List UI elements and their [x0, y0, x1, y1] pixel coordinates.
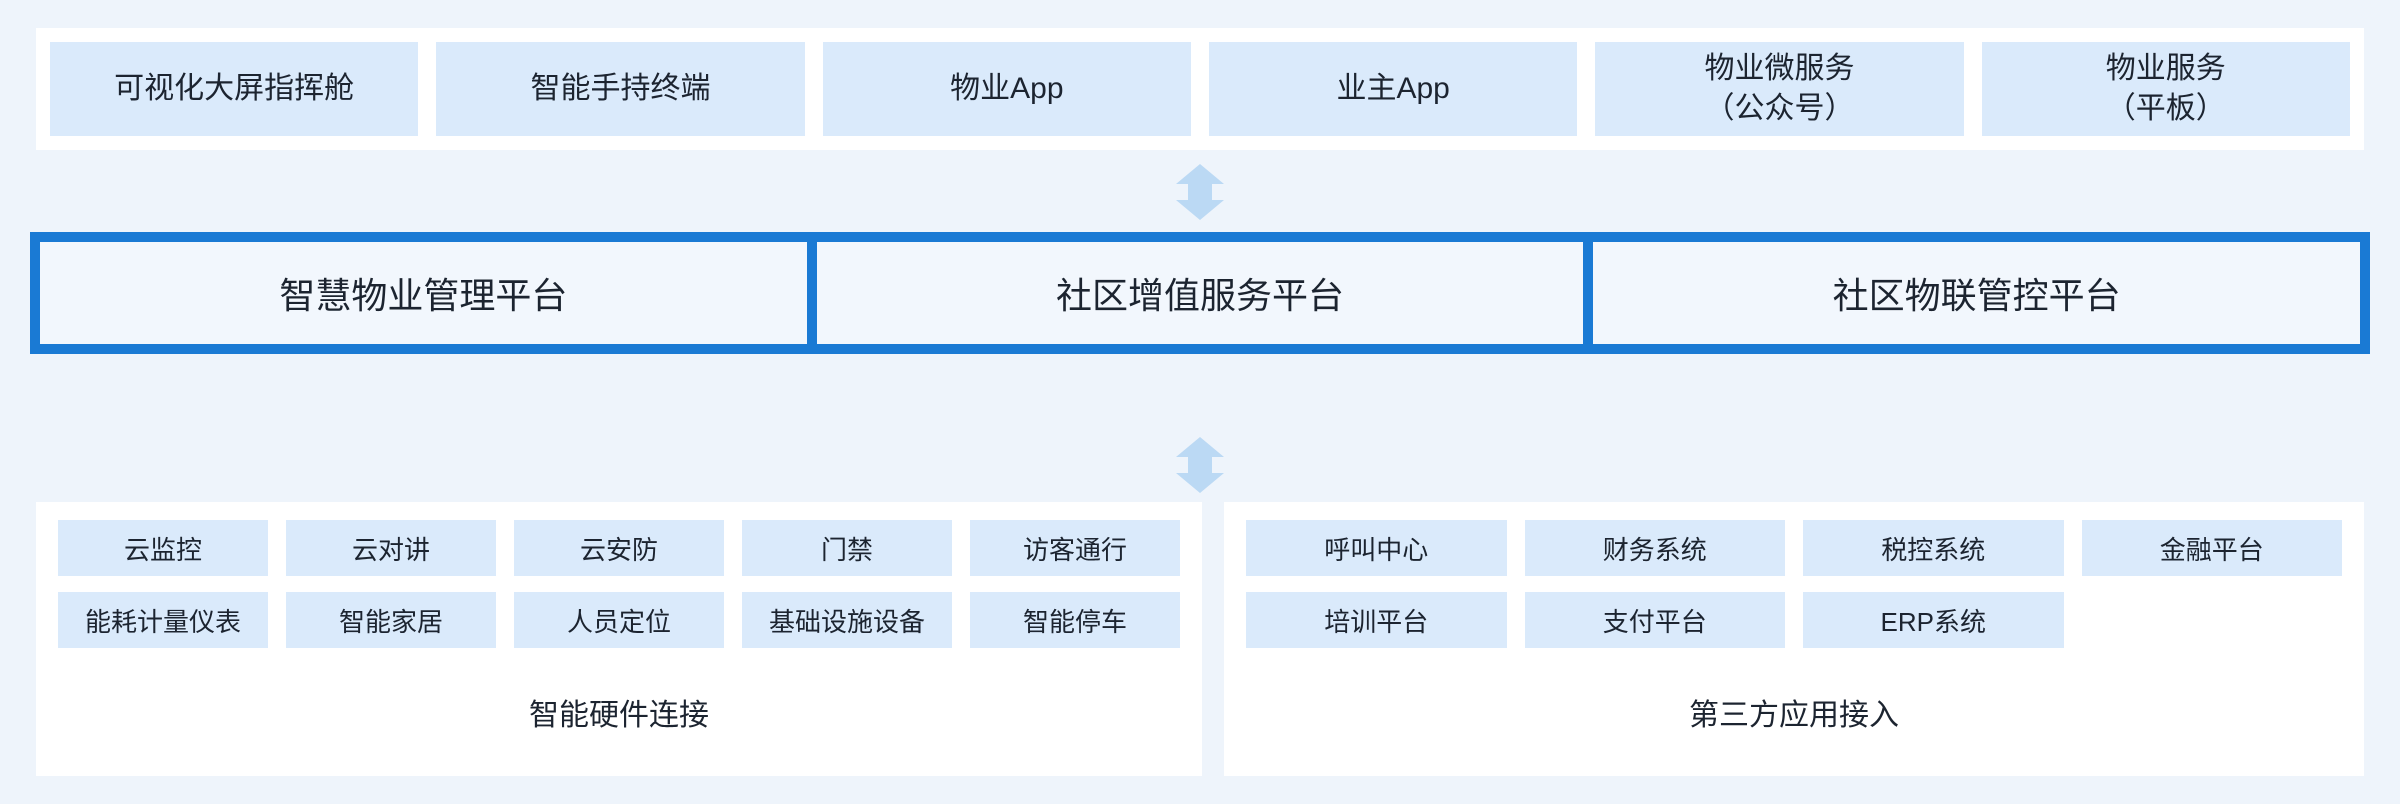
- platform-tile[interactable]: 社区物联管控平台: [1593, 242, 2361, 344]
- thirdparty-panel-caption: 第三方应用接入: [1689, 699, 1899, 732]
- hardware-tile[interactable]: 云安防: [514, 520, 724, 576]
- terminals-panel: 可视化大屏指挥舱 智能手持终端 物业App 业主App 物业微服务 （公众号） …: [36, 28, 2364, 150]
- terminal-tile[interactable]: 可视化大屏指挥舱: [50, 42, 419, 136]
- terminal-tile[interactable]: 物业微服务 （公众号）: [1595, 42, 1964, 136]
- tile-placeholder: [2082, 592, 2343, 648]
- hardware-tile[interactable]: 基础设施设备: [742, 592, 952, 648]
- double-headed-vertical-arrow-icon: [1176, 437, 1224, 493]
- platforms-panel: 智慧物业管理平台 社区增值服务平台 社区物联管控平台: [30, 232, 2370, 354]
- terminal-tile[interactable]: 物业服务 （平板）: [1981, 42, 2350, 136]
- hardware-tile-grid: 云监控 云对讲 云安防 门禁 访客通行 能耗计量仪表 智能家居 人员定位 基础设…: [58, 520, 1180, 648]
- terminal-tile[interactable]: 业主App: [1208, 42, 1578, 136]
- thirdparty-tile[interactable]: ERP系统: [1803, 592, 2064, 648]
- hardware-tile[interactable]: 能耗计量仪表: [58, 592, 268, 648]
- thirdparty-tile[interactable]: 税控系统: [1803, 520, 2064, 576]
- terminal-tile[interactable]: 物业App: [822, 42, 1191, 136]
- hardware-tile[interactable]: 智能家居: [286, 592, 496, 648]
- platform-tile[interactable]: 智慧物业管理平台: [40, 242, 817, 344]
- terminal-tile[interactable]: 智能手持终端: [436, 42, 805, 136]
- double-headed-vertical-arrow-icon: [1176, 164, 1224, 220]
- hardware-tile[interactable]: 门禁: [742, 520, 952, 576]
- hardware-panel: 云监控 云对讲 云安防 门禁 访客通行 能耗计量仪表 智能家居 人员定位 基础设…: [36, 502, 1202, 776]
- hardware-tile[interactable]: 人员定位: [514, 592, 724, 648]
- hardware-tile[interactable]: 云监控: [58, 520, 268, 576]
- thirdparty-tile[interactable]: 呼叫中心: [1246, 520, 1507, 576]
- thirdparty-tile[interactable]: 财务系统: [1524, 520, 1785, 576]
- thirdparty-tile[interactable]: 培训平台: [1246, 592, 1507, 648]
- thirdparty-tile[interactable]: 金融平台: [2081, 520, 2342, 576]
- hardware-panel-caption: 智能硬件连接: [529, 699, 709, 732]
- bottom-tier: 云监控 云对讲 云安防 门禁 访客通行 能耗计量仪表 智能家居 人员定位 基础设…: [36, 502, 2364, 776]
- hardware-tile[interactable]: 智能停车: [970, 592, 1180, 648]
- hardware-tile[interactable]: 访客通行: [970, 520, 1180, 576]
- platform-tile[interactable]: 社区增值服务平台: [816, 242, 1594, 344]
- hardware-tile[interactable]: 云对讲: [286, 520, 496, 576]
- thirdparty-tile[interactable]: 支付平台: [1524, 592, 1785, 648]
- thirdparty-tile-grid: 呼叫中心 财务系统 税控系统 金融平台 培训平台 支付平台 ERP系统: [1246, 520, 2342, 648]
- thirdparty-panel: 呼叫中心 财务系统 税控系统 金融平台 培训平台 支付平台 ERP系统 第三方应…: [1224, 502, 2364, 776]
